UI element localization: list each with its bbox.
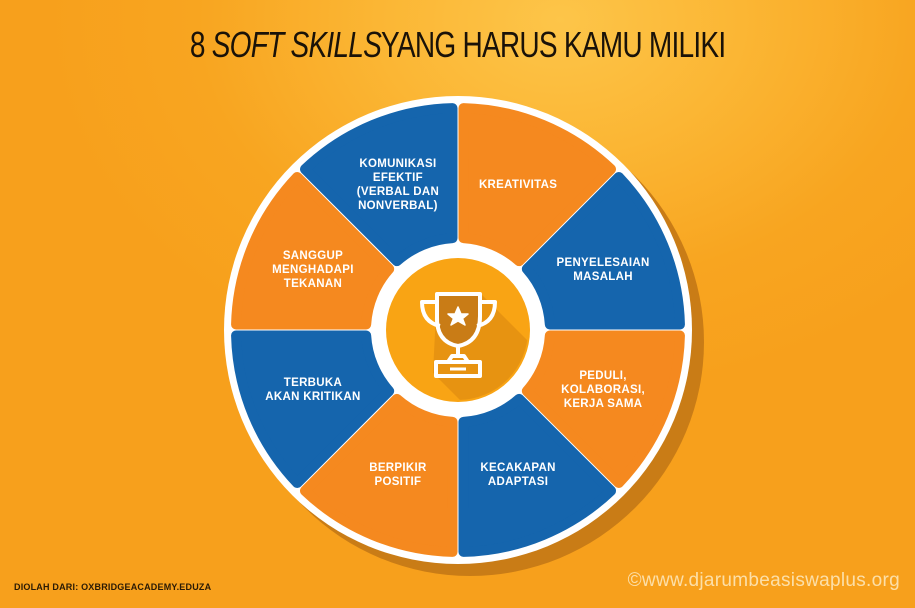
skill-petal — [231, 330, 395, 489]
skill-petal — [521, 171, 685, 330]
skill-label: BERPIKIR POSITIF — [369, 462, 427, 489]
petals-group — [231, 103, 685, 557]
skill-petal — [521, 330, 685, 489]
skill-label: TERBUKA AKAN KRITIKAN — [265, 377, 361, 404]
skill-petal — [299, 393, 458, 557]
skill-petal — [231, 171, 395, 330]
title-emphasis: SOFT SKILLS — [211, 24, 382, 65]
skill-label: SANGGUP MENGHADAPI TEKANAN — [272, 249, 354, 290]
skill-label: PEDULI, KOLABORASI, KERJA SAMA — [561, 370, 645, 411]
title-suffix: YANG HARUS KAMU MILIKI — [381, 24, 726, 65]
source-credit: DIOLAH DARI: OXBRIDGEACADEMY.EDUZA — [14, 582, 212, 592]
skill-label: KECAKAPAN ADAPTASI — [480, 462, 556, 489]
skill-petal — [299, 103, 458, 267]
title-prefix: 8 — [189, 24, 206, 65]
skill-petal — [458, 103, 617, 267]
skill-petal — [458, 393, 617, 557]
trophy-star-icon — [420, 292, 497, 378]
copyright-watermark: ©www.djarumbeasiswaplus.org — [627, 570, 900, 591]
skill-label: KREATIVITAS — [478, 178, 558, 191]
skill-label: KOMUNIKASI EFEKTIF (VERBAL DAN NONVERBAL… — [356, 157, 440, 212]
skill-label: PENYELESAIAN MASALAH — [556, 256, 650, 283]
page-title: 8 SOFT SKILLSYANG HARUS KAMU MILIKI — [101, 24, 815, 66]
